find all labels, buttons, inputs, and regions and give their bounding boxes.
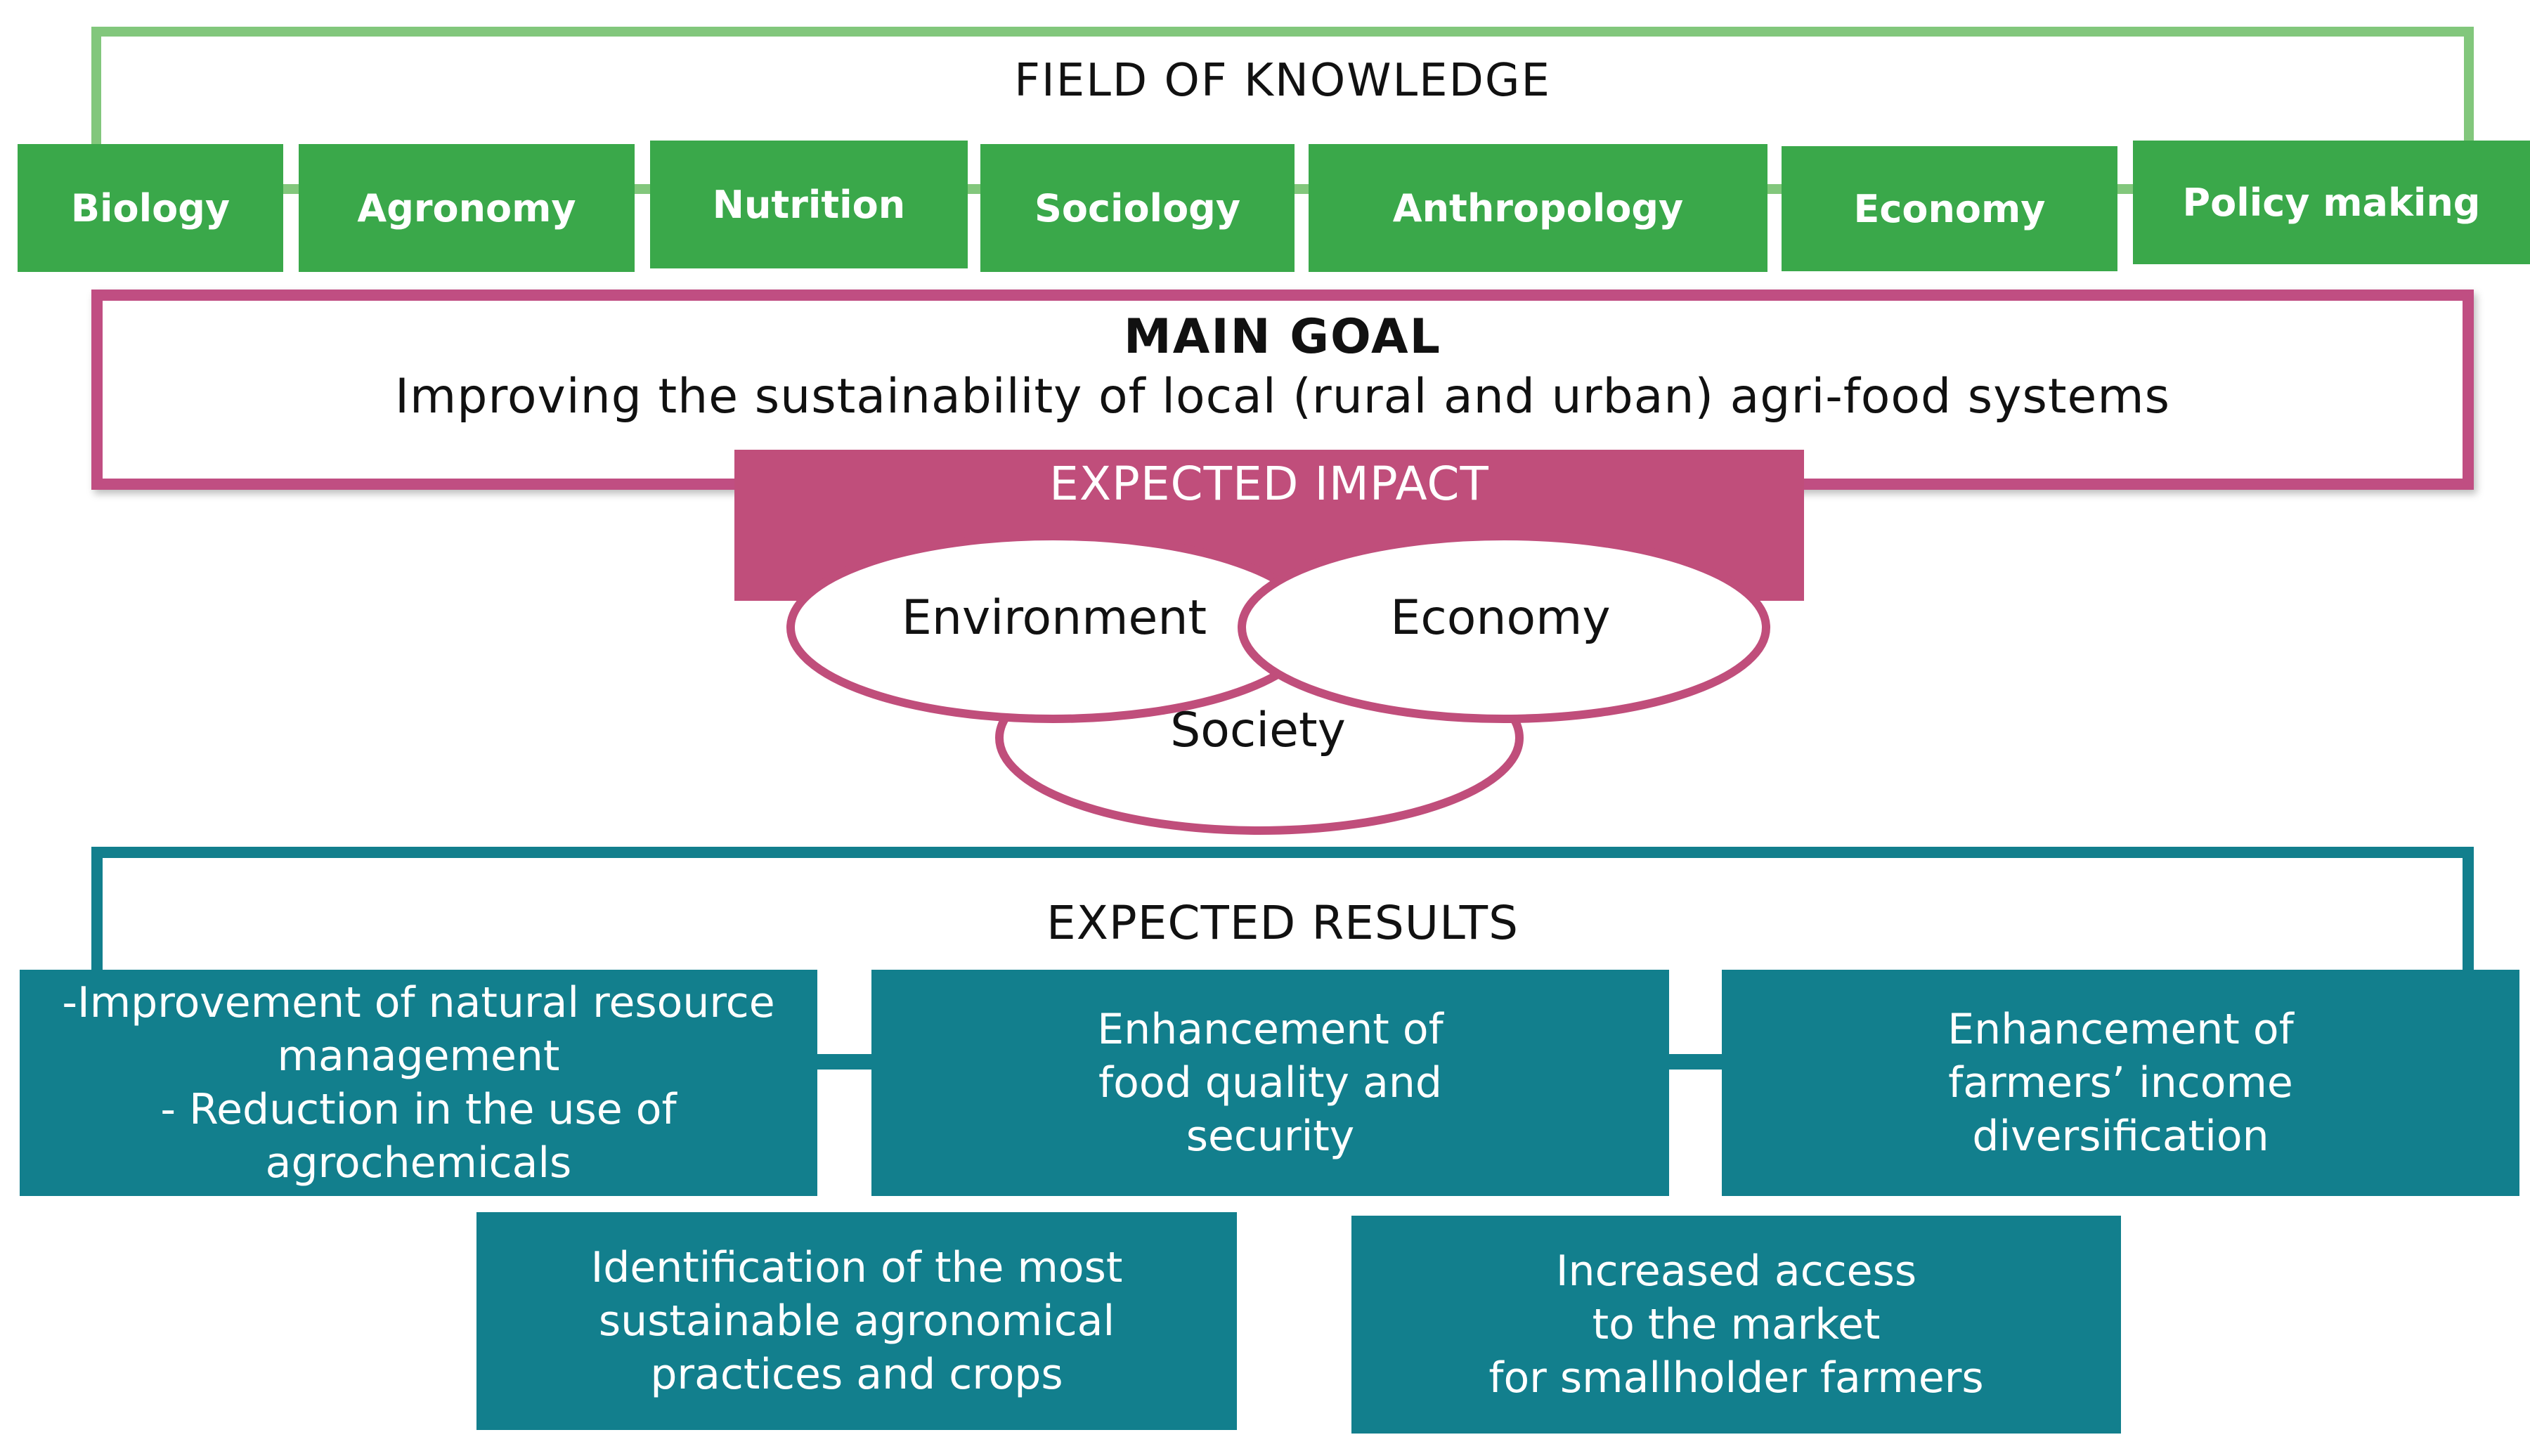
result-box-agronomical-practices: Identification of the most sustainable a…: [476, 1212, 1237, 1430]
result-line: sustainable agronomical: [598, 1296, 1115, 1346]
expected-results-title: EXPECTED RESULTS: [1046, 896, 1519, 950]
result-line: - Reduction in the use of: [160, 1085, 677, 1134]
expected-impact-title: EXPECTED IMPACT: [1049, 457, 1489, 511]
impact-label-economy: Economy: [1390, 590, 1611, 646]
results-connector-2: [1666, 1054, 1722, 1070]
field-of-knowledge-frame: [91, 27, 2474, 153]
result-line: for smallholder farmers: [1488, 1353, 1984, 1403]
knowledge-box-economy: Economy: [1782, 146, 2117, 271]
result-line: security: [1186, 1112, 1355, 1161]
impact-label-society: Society: [1170, 703, 1346, 758]
result-line: -Improvement of natural resource: [62, 978, 775, 1027]
result-line: farmers’ income: [1948, 1058, 2293, 1107]
knowledge-box-sociology: Sociology: [980, 144, 1295, 272]
knowledge-box-nutrition: Nutrition: [650, 141, 968, 268]
impact-label-environment: Environment: [901, 590, 1207, 646]
field-of-knowledge-title: FIELD OF KNOWLEDGE: [1014, 55, 1551, 107]
result-line: to the market: [1592, 1300, 1881, 1349]
main-goal-text: Improving the sustainability of local (r…: [394, 369, 2171, 424]
economy-ellipse: [1238, 532, 1770, 723]
result-box-market-access: Increased access to the market for small…: [1351, 1216, 2121, 1434]
main-goal-title: MAIN GOAL: [1124, 309, 1441, 365]
result-line: Increased access: [1555, 1247, 1917, 1296]
result-line: Enhancement of: [1947, 1005, 2294, 1054]
knowledge-box-anthropology: Anthropology: [1309, 144, 1767, 272]
result-line: practices and crops: [650, 1350, 1063, 1399]
result-line: Identification of the most: [590, 1243, 1123, 1292]
knowledge-box-agronomy: Agronomy: [299, 144, 635, 272]
result-line: Enhancement of: [1097, 1005, 1444, 1054]
result-line: management: [277, 1032, 560, 1081]
knowledge-box-policy-making: Policy making: [2133, 141, 2530, 264]
result-box-income-diversification: Enhancement of farmers’ income diversifi…: [1722, 970, 2519, 1196]
result-line: agrochemicals: [265, 1138, 572, 1188]
knowledge-box-biology: Biology: [18, 144, 283, 272]
result-line: food quality and: [1098, 1058, 1442, 1107]
result-line: diversification: [1972, 1112, 2269, 1161]
result-box-natural-resources: -Improvement of natural resource managem…: [20, 970, 817, 1196]
results-connector-1: [815, 1054, 871, 1070]
expected-results-frame: [91, 847, 2474, 980]
result-box-food-quality: Enhancement of food quality and security: [871, 970, 1669, 1196]
